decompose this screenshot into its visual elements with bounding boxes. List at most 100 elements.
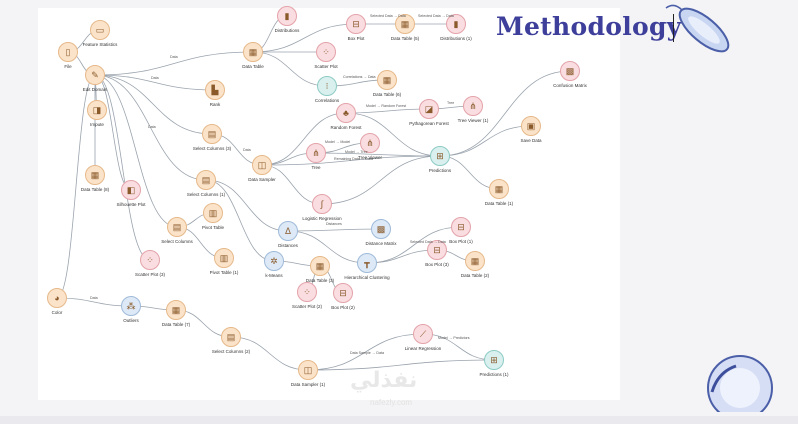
link-edit_domain-data_table[interactable] [94, 51, 254, 76]
node-hierarchical-clustering[interactable]: ┳ [357, 253, 377, 273]
node-linear-regression[interactable]: ⟋ [413, 324, 433, 344]
node-label: Linear Regression [404, 346, 442, 351]
link-distances-hierarchical_clustering[interactable] [287, 230, 368, 264]
link-data_sampler-predictions[interactable] [261, 155, 441, 166]
link-hierarchical_clustering-box_plot_1[interactable] [366, 226, 462, 264]
link-edit_domain-rank[interactable] [94, 74, 216, 91]
node-distances[interactable]: Δ [278, 221, 298, 241]
link-predictions-confusion_matrix[interactable] [439, 70, 571, 157]
node-select-columns-2[interactable]: ▤ [221, 327, 241, 347]
node-data-table-3[interactable]: ▦ [310, 256, 330, 276]
node-data-table-1[interactable]: ▦ [489, 179, 509, 199]
node-scatter-plot-3[interactable]: ⁘ [140, 250, 160, 270]
link-distances-distance_matrix[interactable] [287, 228, 382, 232]
node-label: Logistic Regression [302, 216, 342, 221]
node-label: Data Table (3) [305, 278, 335, 283]
predictions-icon: ⊞ [436, 150, 444, 161]
link-label: Model → Random Forest [366, 104, 407, 108]
distmatrix-icon: ▩ [376, 223, 386, 234]
link-data_table-box_plot[interactable] [252, 23, 357, 53]
node-edit-domain[interactable]: ✎ [85, 65, 105, 85]
link-predictions-save_data[interactable] [439, 125, 532, 157]
node-label: Rank [209, 102, 221, 107]
node-label: Data Sampler (1) [290, 382, 326, 387]
link-color-outliers[interactable] [56, 297, 132, 307]
node-file[interactable]: ▯ [58, 42, 78, 62]
node-scatter-plot[interactable]: ⁘ [316, 42, 336, 62]
link-label: Data Sample → Data [350, 351, 384, 355]
node-pivot-table-1[interactable]: ▥ [214, 248, 234, 268]
node-pythagorean-forest[interactable]: ◪ [419, 99, 439, 119]
node-data-sampler-1[interactable]: ◫ [298, 360, 318, 380]
link-label: Selected Data → Data [410, 240, 446, 244]
node-feature-statistics[interactable]: ▭ [90, 20, 110, 40]
link-label: Data [170, 55, 178, 59]
stats-icon: ▭ [95, 24, 105, 35]
node-outliers[interactable]: ⁂ [121, 296, 141, 316]
link-label: Model → Predictors [438, 336, 470, 340]
node-label: Select Columns (1) [186, 192, 226, 197]
node-distributions-1[interactable]: ▮ [446, 14, 466, 34]
node-data-table[interactable]: ▦ [243, 42, 263, 62]
node-data-table-5[interactable]: ▦ [395, 14, 415, 34]
node-predictions-1[interactable]: ⊞ [484, 350, 504, 370]
node-pivot-table[interactable]: ▥ [203, 203, 223, 223]
node-rank[interactable]: ▙ [205, 80, 225, 100]
node-logistic-regression[interactable]: ∫ [312, 194, 332, 214]
node-data-table-8[interactable]: ▦ [85, 165, 105, 185]
node-data-table-6[interactable]: ▦ [377, 70, 397, 90]
link-edit_domain-select_columns[interactable] [94, 74, 178, 228]
node-data-sampler[interactable]: ◫ [252, 155, 272, 175]
node-label: Scatter Plot (2) [291, 304, 323, 309]
link-data_sampler-random_forest[interactable] [261, 112, 347, 166]
link-label: Tree [447, 101, 455, 105]
link-select_columns_1-k_means[interactable] [205, 179, 275, 262]
node-k-means[interactable]: ✲ [264, 251, 284, 271]
link-random_forest-pythagorean_forest[interactable] [345, 108, 430, 114]
link-select_columns_1-distances[interactable] [205, 179, 289, 232]
node-box-plot-1[interactable]: ⊟ [451, 217, 471, 237]
node-impute[interactable]: ◨ [87, 100, 107, 120]
node-correlations[interactable]: ⁝ [317, 76, 337, 96]
node-label: Save Data [520, 138, 542, 143]
link-edit_domain-scatter_plot_3[interactable] [94, 74, 151, 261]
node-select-columns-1[interactable]: ▤ [196, 170, 216, 190]
link-random_forest-predictions[interactable] [345, 112, 441, 157]
node-label: Silhouette Plot [116, 202, 146, 207]
link-tree-predictions[interactable] [315, 152, 441, 157]
node-save-data[interactable]: ▣ [521, 116, 541, 136]
node-label: Distance Matrix [365, 241, 397, 246]
node-box-plot[interactable]: ⊟ [346, 14, 366, 34]
node-random-forest[interactable]: ♣ [336, 103, 356, 123]
node-label: Tree Viewer [357, 155, 383, 160]
node-distributions[interactable]: ▮ [277, 6, 297, 26]
link-edit_domain-select_columns_1[interactable] [94, 74, 207, 181]
node-color[interactable]: ◕ [47, 288, 67, 308]
node-tree-viewer[interactable]: ⋔ [360, 133, 380, 153]
node-data-table-2[interactable]: ▦ [465, 251, 485, 271]
node-select-columns-3[interactable]: ▤ [202, 124, 222, 144]
link-select_columns_2-data_sampler_1[interactable] [230, 336, 309, 371]
node-confusion-matrix[interactable]: ▩ [560, 61, 580, 81]
node-data-table-7[interactable]: ▦ [166, 300, 186, 320]
node-silhouette-plot[interactable]: ◧ [121, 180, 141, 200]
link-edit_domain-select_columns_3[interactable] [94, 74, 213, 135]
treeviewer-icon: ⋔ [469, 100, 477, 111]
link-logistic_regression-predictions[interactable] [321, 155, 441, 205]
node-tree-viewer-1[interactable]: ⋔ [463, 96, 483, 116]
node-label: k-Means [265, 273, 283, 278]
node-scatter-plot-2[interactable]: ⁘ [297, 282, 317, 302]
node-select-columns[interactable]: ▤ [167, 217, 187, 237]
table-icon: ▦ [494, 183, 504, 194]
node-box-plot-2[interactable]: ⊟ [333, 283, 353, 303]
link-data_sampler_1-linear_regression[interactable] [307, 333, 424, 371]
delta-icon: Δ [284, 225, 291, 236]
node-box-plot-3[interactable]: ⊟ [427, 240, 447, 260]
node-tree[interactable]: ⋔ [306, 143, 326, 163]
node-distance-matrix[interactable]: ▩ [371, 219, 391, 239]
link-data_sampler_1-predictions_1[interactable] [307, 359, 495, 371]
node-predictions[interactable]: ⊞ [430, 146, 450, 166]
link-data_table-correlations[interactable] [252, 51, 328, 87]
link-edit_domain-color[interactable] [56, 74, 96, 299]
columns-icon: ▤ [207, 128, 217, 139]
